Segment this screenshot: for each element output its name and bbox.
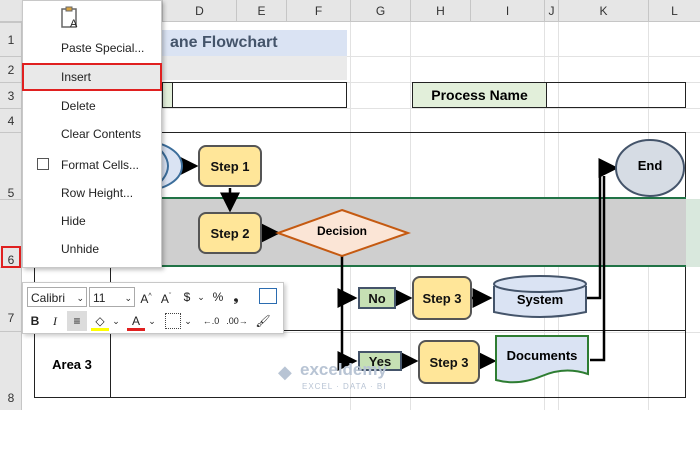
- column-i[interactable]: I: [470, 0, 544, 22]
- menu-item-unhide[interactable]: Unhide: [61, 242, 100, 256]
- no-label[interactable]: No: [358, 287, 396, 309]
- menu-item-clear-contents[interactable]: Clear Contents: [61, 127, 142, 141]
- column-g[interactable]: G: [350, 0, 410, 22]
- column-h[interactable]: H: [410, 0, 470, 22]
- yes-label[interactable]: Yes: [358, 351, 402, 371]
- process-name-label: Process Name: [413, 83, 547, 107]
- end-node[interactable]: End: [637, 158, 663, 173]
- merge-center-icon[interactable]: [259, 288, 277, 304]
- documents-node[interactable]: Documents: [506, 348, 578, 363]
- chevron-down-icon[interactable]: ⌄: [148, 316, 156, 326]
- column-e[interactable]: E: [236, 0, 286, 22]
- row-6-top-border: [34, 197, 686, 199]
- font-size-value: 11: [93, 291, 106, 305]
- row-6[interactable]: 6: [0, 199, 22, 267]
- row-6-highlight: [1, 246, 21, 268]
- chevron-down-icon: ⌄: [76, 293, 84, 303]
- watermark-icon: ◆: [278, 362, 292, 382]
- process-cell-left[interactable]: [162, 82, 347, 108]
- font-name-select[interactable]: Calibri ⌄: [27, 287, 87, 307]
- row-4[interactable]: 4: [0, 108, 22, 132]
- process-name-field[interactable]: Process Name: [412, 82, 686, 108]
- row-8[interactable]: 8: [0, 331, 22, 410]
- decrease-decimal-icon[interactable]: .00→: [226, 316, 248, 326]
- font-color-icon[interactable]: A: [127, 311, 145, 331]
- page-title: ane Flowchart: [170, 34, 278, 51]
- paste-clipboard-icon[interactable]: A: [59, 5, 81, 31]
- system-node[interactable]: System: [516, 292, 564, 307]
- italic-icon[interactable]: I: [53, 314, 57, 328]
- bold-icon[interactable]: B: [30, 314, 40, 328]
- font-name-value: Calibri: [31, 291, 66, 305]
- flowchart-connectors: [145, 139, 685, 384]
- title-band-lower: [162, 56, 347, 80]
- column-header: D E F G H I J K L: [0, 0, 700, 22]
- decrease-font-icon[interactable]: Aˇ: [160, 292, 172, 306]
- align-center-icon[interactable]: ≡: [67, 311, 87, 331]
- row-6-bottom-border: [34, 265, 686, 267]
- end-oval: [615, 139, 685, 197]
- watermark-tagline: EXCEL · DATA · BI: [302, 382, 387, 391]
- insert-highlight: [22, 63, 162, 91]
- column-j[interactable]: J: [544, 0, 558, 22]
- menu-item-delete[interactable]: Delete: [61, 99, 96, 113]
- percent-icon[interactable]: %: [212, 290, 224, 304]
- step-3-node-b[interactable]: Step 3: [418, 340, 480, 384]
- context-menu: A Paste Special... Insert Delete Clear C…: [22, 0, 162, 268]
- row-2[interactable]: 2: [0, 56, 22, 82]
- step-3-node-a[interactable]: Step 3: [412, 276, 472, 320]
- font-size-select[interactable]: 11 ⌄: [89, 287, 135, 307]
- watermark: ◆ exceldemy EXCEL · DATA · BI: [278, 360, 428, 400]
- menu-item-insert[interactable]: Insert: [23, 64, 161, 90]
- row-1[interactable]: 1: [0, 22, 22, 56]
- format-cells-icon: [37, 158, 49, 170]
- row-5[interactable]: 5: [0, 132, 22, 200]
- column-l[interactable]: L: [648, 0, 700, 22]
- lane-divider: [34, 330, 686, 331]
- increase-font-icon[interactable]: A^: [140, 292, 152, 306]
- process-cell-left-fill: [163, 83, 173, 107]
- increase-decimal-icon[interactable]: ←.0: [202, 316, 220, 326]
- svg-text:A: A: [70, 18, 78, 30]
- row-header: 1 2 3 4 5 6 7 8: [0, 22, 22, 410]
- chevron-down-icon[interactable]: ⌄: [112, 316, 120, 326]
- column-k[interactable]: K: [558, 0, 648, 22]
- column-f[interactable]: F: [286, 0, 350, 22]
- currency-icon[interactable]: $: [183, 290, 191, 304]
- mini-toolbar: Calibri ⌄ 11 ⌄ A^ Aˇ $ ⌄ % ❟ B I ≡ ◇ ⌄ A ⌄…: [22, 282, 284, 334]
- area-3-label: Area 3: [52, 357, 92, 372]
- chevron-down-icon[interactable]: ⌄: [184, 316, 192, 326]
- decision-diamond: [275, 208, 412, 258]
- column-d[interactable]: D: [162, 0, 236, 22]
- menu-item-paste-special[interactable]: Paste Special...: [61, 41, 145, 55]
- menu-item-hide[interactable]: Hide: [61, 214, 86, 228]
- row-3[interactable]: 3: [0, 82, 22, 108]
- title-band: ane Flowchart: [162, 30, 347, 56]
- chevron-down-icon[interactable]: ⌄: [197, 292, 205, 302]
- comma-style-icon[interactable]: ❟: [233, 290, 239, 304]
- step-1-node[interactable]: Step 1: [198, 145, 262, 187]
- chevron-down-icon: ⌄: [124, 293, 132, 303]
- format-painter-icon[interactable]: 🖌: [255, 314, 271, 328]
- fill-color-icon[interactable]: ◇: [91, 311, 109, 331]
- menu-item-format-cells[interactable]: Format Cells...: [61, 158, 140, 172]
- borders-icon[interactable]: [165, 313, 181, 329]
- step-2-node[interactable]: Step 2: [198, 212, 262, 254]
- watermark-name: exceldemy: [300, 360, 387, 379]
- decision-label: Decision: [316, 224, 367, 238]
- menu-item-row-height[interactable]: Row Height...: [61, 186, 134, 200]
